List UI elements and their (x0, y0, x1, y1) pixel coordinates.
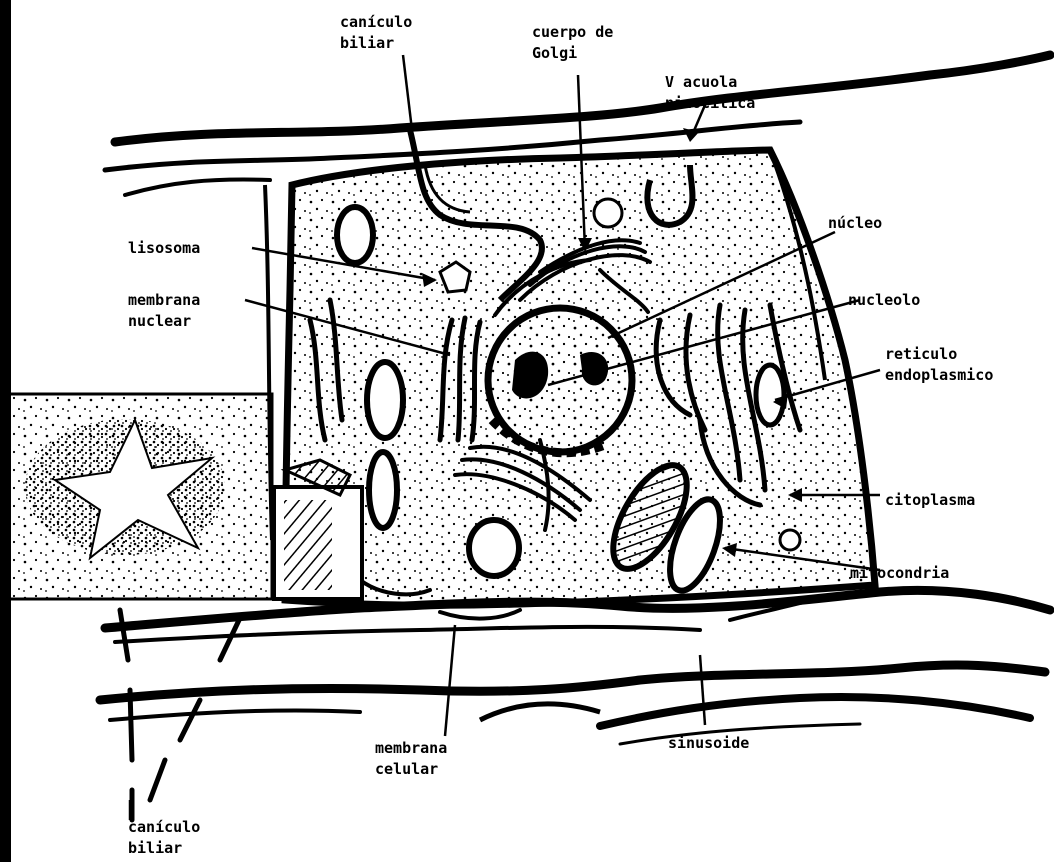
label-sinusoide: sinusoide (668, 733, 749, 754)
label-citoplasma: citoplasma (885, 490, 975, 511)
label-reticulo: reticulo endoplasmico (885, 344, 993, 386)
label-canaliculo-top: canículo biliar (340, 12, 412, 54)
label-lisosoma: lisosoma (128, 238, 200, 259)
label-vacuola: V acuola pinocitica (665, 72, 755, 114)
bottom-wall (100, 590, 1050, 744)
label-nucleo: núcleo (828, 213, 882, 234)
label-mitocondria: mitocondria (850, 563, 949, 584)
label-golgi: cuerpo de Golgi (532, 22, 613, 64)
label-membrana-celular: membrana celular (375, 738, 447, 780)
label-canaliculo-bottom: canículo biliar (128, 817, 200, 859)
label-nucleolo: nucleolo (848, 290, 920, 311)
label-membrana-nuclear: membrana nuclear (128, 290, 200, 332)
